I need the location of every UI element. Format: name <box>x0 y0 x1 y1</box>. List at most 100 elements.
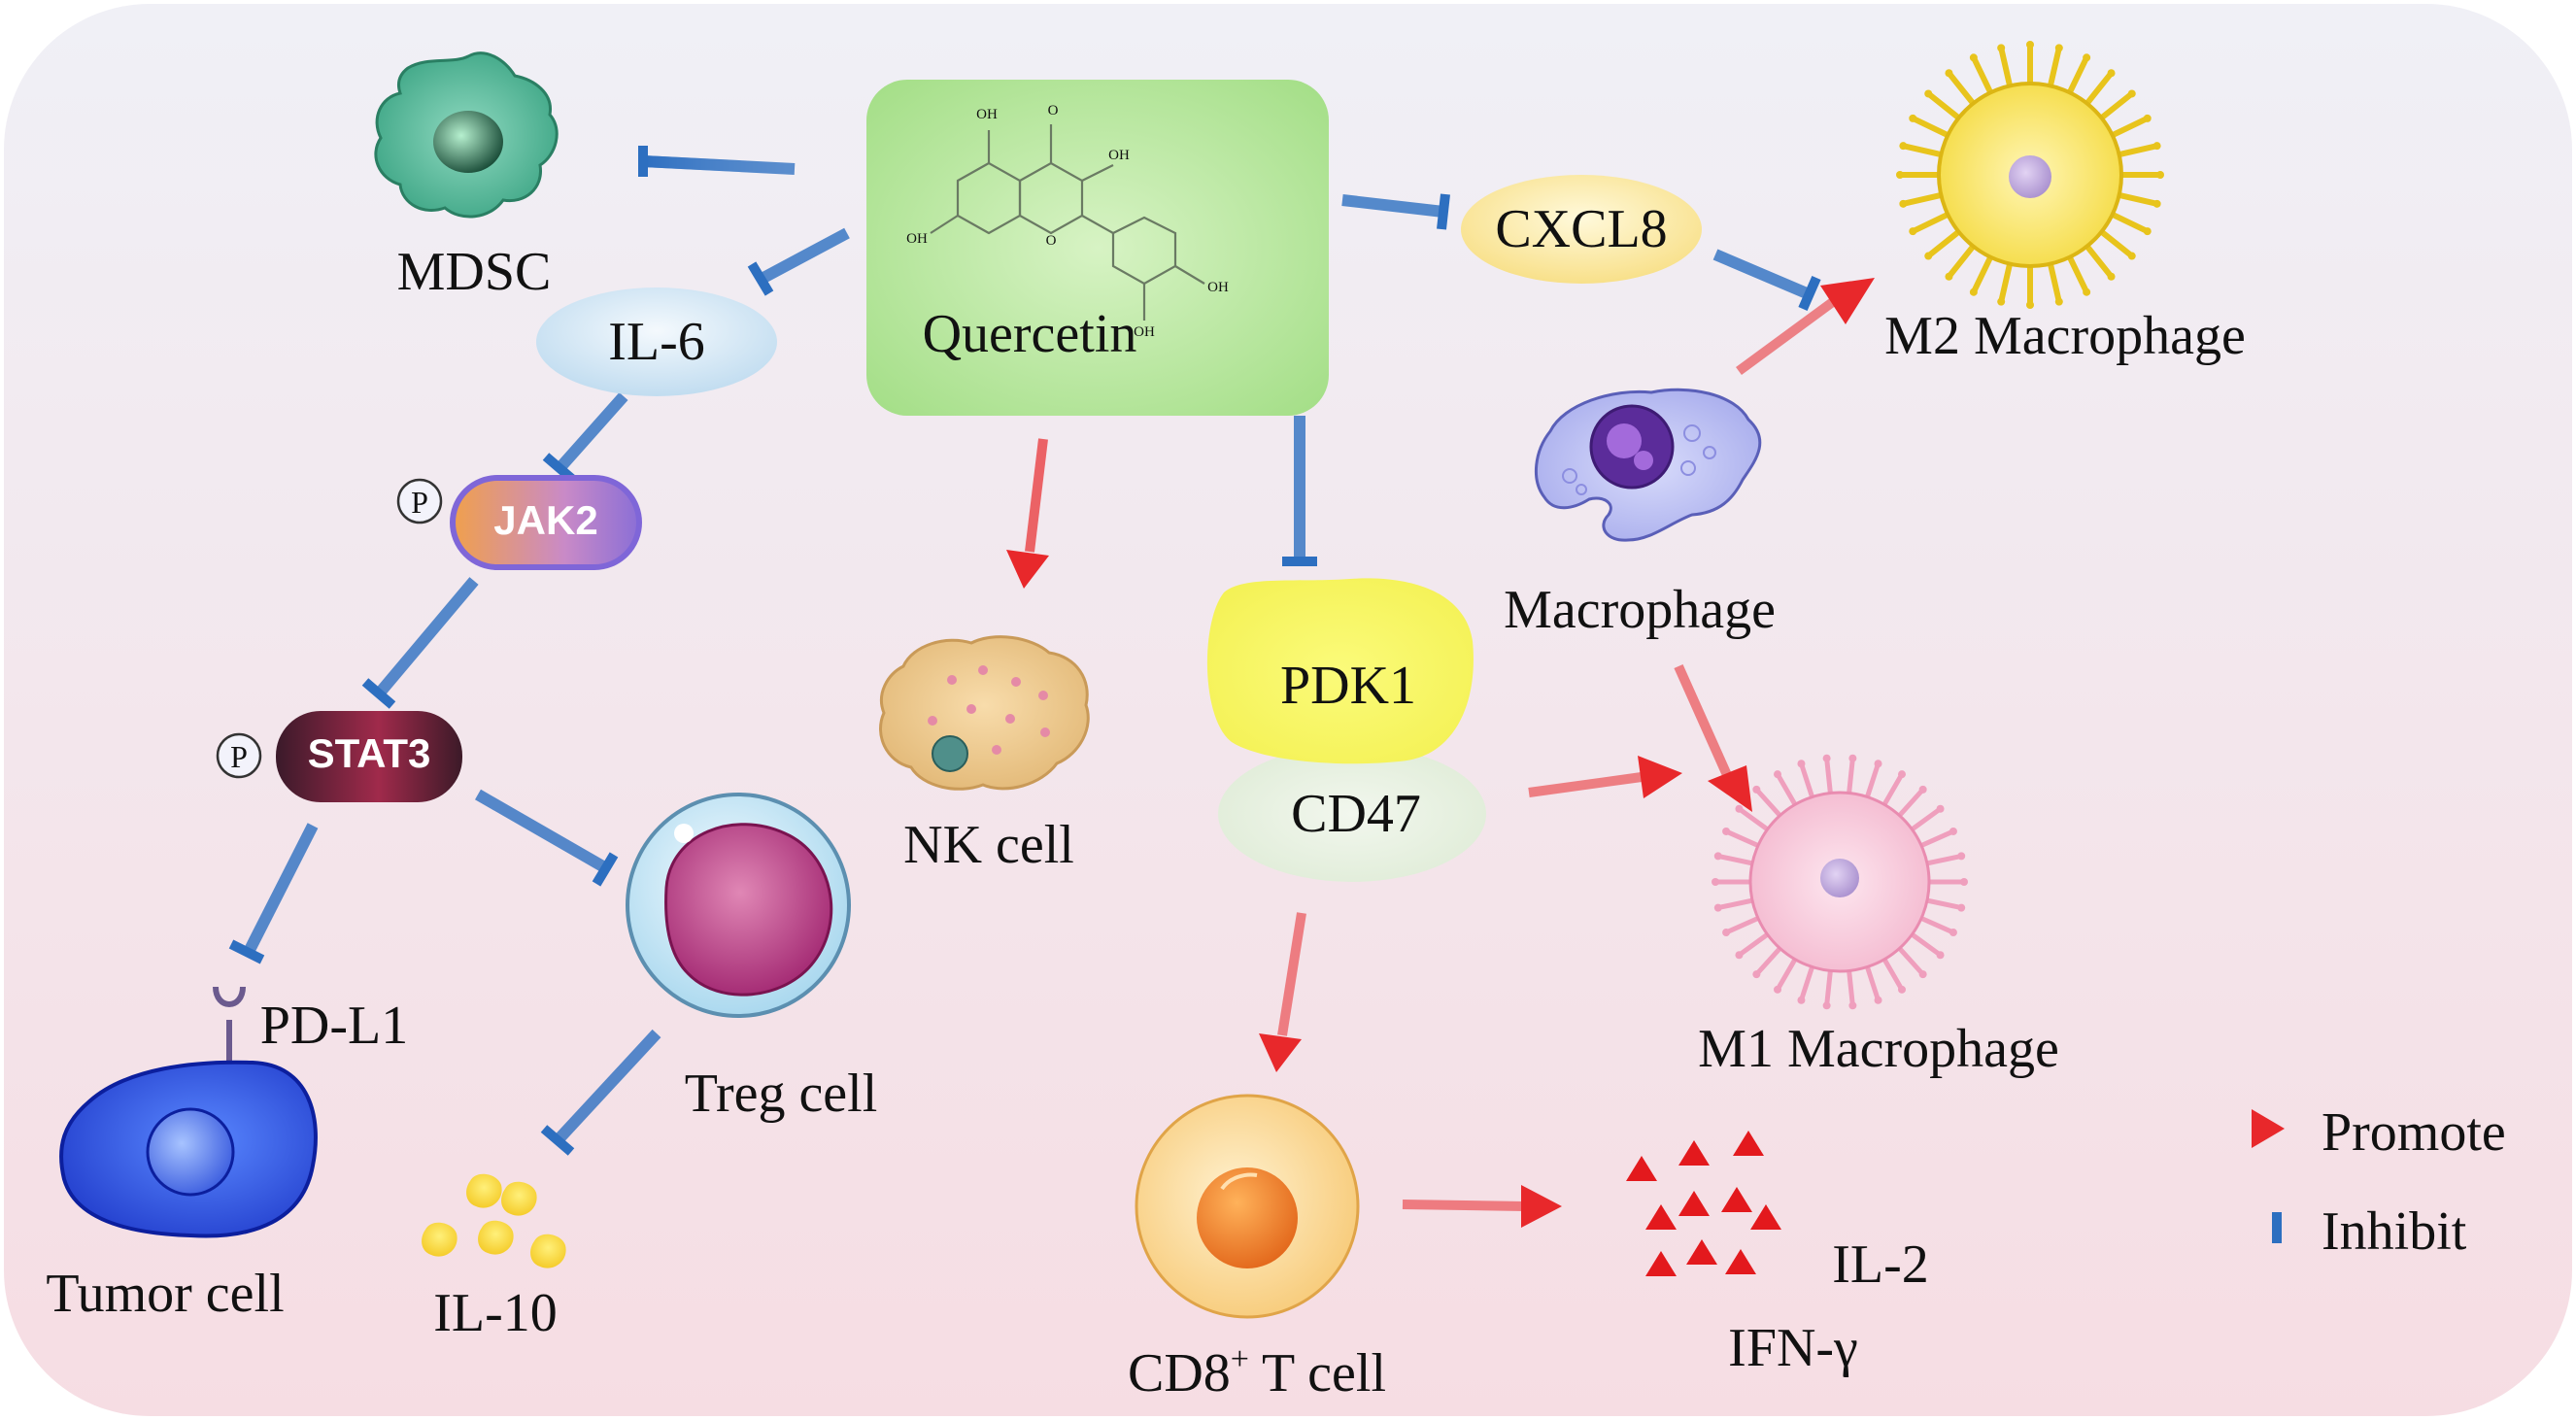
pdl1-label: PD-L1 <box>260 996 408 1056</box>
molecule-oh-2: OH <box>1108 148 1130 163</box>
macrophage-cell <box>1534 388 1762 542</box>
m2spikes-process-tip <box>2083 53 2091 62</box>
m2spikes-process-tip <box>1924 252 1933 260</box>
quercetin-box: OH O OH OH O OH OH Quercetin <box>866 80 1329 416</box>
il10-molecules <box>422 1173 566 1268</box>
m2spikes-process-tip <box>2143 114 2152 122</box>
jak2-phospho-icon: P <box>396 478 443 524</box>
m1spikes-process-tip <box>1797 760 1806 768</box>
cd47-node: CD47 <box>1218 746 1486 882</box>
molecule-oh-5: OH <box>1134 324 1155 340</box>
m1spikes-process-tip <box>1752 970 1761 979</box>
m1spikes-process-tip <box>1735 951 1744 960</box>
m1spikes-process-tip <box>1949 827 1957 835</box>
macrophage-vesicles <box>1562 424 1716 495</box>
m1spikes-process-tip <box>1918 970 1927 979</box>
m2spikes-process-tip <box>2143 227 2152 236</box>
m2spikes-process-tip <box>1969 287 1978 296</box>
m1spikes-process-tip <box>1735 804 1744 813</box>
m1spikes-process-tip <box>1774 985 1781 994</box>
m1spikes-process-tip <box>1848 754 1857 762</box>
m2spikes-process-tip <box>2054 44 2063 52</box>
m2spikes-process-tip <box>2054 297 2063 306</box>
m1spikes-process-tip <box>1822 1001 1831 1010</box>
m1spikes-process-tip <box>1936 804 1945 813</box>
m2spikes-process-tip <box>2083 287 2091 296</box>
m1spikes-process-tip <box>1874 760 1882 768</box>
m2spikes-process-tip <box>2107 272 2116 281</box>
cd8-t-cell-label: CD8+ T cell <box>1128 1341 1386 1403</box>
m1spikes-process-tip <box>1898 985 1906 994</box>
m1spikes-process-tip <box>1957 852 1966 861</box>
legend: Promote Inhibit <box>2129 1102 2506 1262</box>
treg-cell <box>626 793 851 1018</box>
inhibit-arrow-stat3-treg <box>475 789 619 887</box>
promote-arrow-quercetin-nk <box>1006 438 1049 589</box>
m2spikes-process-tip <box>2152 142 2161 151</box>
svg-text:P: P <box>230 739 248 774</box>
m1spikes-process-tip <box>1848 1001 1857 1010</box>
molecule-oh-3: OH <box>906 231 928 247</box>
m1-macrophage-cell <box>1712 754 1968 1010</box>
jak2-node: JAK2 <box>450 475 642 570</box>
m1-nucleus <box>1820 859 1859 897</box>
m1spikes-process-tip <box>1713 852 1722 861</box>
inhibit-arrow-quercetin-mdsc <box>638 146 796 177</box>
svg-text:P: P <box>411 485 428 520</box>
inhibit-arrow-cxcl8-m2 <box>1712 249 1821 312</box>
ifng-label: IFN-γ <box>1728 1318 1858 1378</box>
m1spikes-process-tip <box>1797 996 1806 1004</box>
m2spikes-process-tip <box>2156 171 2164 179</box>
m1spikes-process-tip <box>1898 770 1906 779</box>
nk-cell-label: NK cell <box>903 815 1074 875</box>
tumor-cell-label: Tumor cell <box>46 1264 284 1324</box>
stat3-phospho-icon: P <box>216 732 262 779</box>
quercetin-label: Quercetin <box>923 304 1137 364</box>
legend-promote: Promote <box>2129 1102 2506 1163</box>
m1spikes-process-tip <box>1722 827 1731 835</box>
il10-label: IL-10 <box>433 1283 558 1343</box>
mdsc-cell <box>374 51 559 219</box>
treg-highlight <box>674 824 694 843</box>
m1spikes-process-tip <box>1949 929 1957 937</box>
m2spikes-process-tip <box>1997 44 2006 52</box>
nk-nucleus <box>932 735 968 772</box>
m2spikes-process-tip <box>1909 114 1917 122</box>
macrophage-label: Macrophage <box>1504 580 1776 640</box>
tumor-nucleus <box>146 1107 235 1197</box>
m2spikes-process-tip <box>1997 297 2006 306</box>
m1spikes-process-tip <box>1722 929 1731 937</box>
treg-nucleus <box>664 823 833 997</box>
legend-inhibit: Inhibit <box>2129 1201 2467 1262</box>
m2-nucleus <box>2009 155 2051 198</box>
m2spikes-process-tip <box>2152 199 2161 208</box>
m2-macrophage-cell <box>1896 41 2164 309</box>
m1-macrophage-label: M1 Macrophage <box>1698 1019 2059 1079</box>
m2-macrophage-label: M2 Macrophage <box>1884 306 2246 366</box>
inhibit-arrow-quercetin-cxcl8 <box>1341 193 1450 230</box>
m1spikes-process-tip <box>1822 754 1831 762</box>
m2spikes-process-tip <box>1969 53 1978 62</box>
m2spikes-process-tip <box>2026 41 2034 49</box>
promote-arrow-cd47-cd8 <box>1259 912 1306 1072</box>
inhibit-arrow-jak2-stat3 <box>361 577 479 709</box>
pdk1-node: PDK1 <box>1206 578 1474 764</box>
cxcl8-label: CXCL8 <box>1495 199 1667 259</box>
mdsc-label: MDSC <box>397 242 552 302</box>
il2-ifng-molecules <box>1626 1131 1781 1276</box>
legend-inhibit-label: Inhibit <box>2322 1201 2467 1262</box>
molecule-ketone-o: O <box>1048 103 1059 118</box>
pdl1-receptor-icon <box>213 986 246 1065</box>
m1spikes-process-tip <box>1774 770 1781 779</box>
mdsc-nucleus <box>433 111 503 173</box>
stat3-node: STAT3 <box>276 711 462 802</box>
il2-label: IL-2 <box>1832 1234 1929 1295</box>
jak2-label: JAK2 <box>493 497 597 543</box>
quercetin-molecule-structure <box>930 124 1205 321</box>
il6-label: IL-6 <box>608 312 705 372</box>
inhibit-arrow-stat3-pdl1 <box>228 823 319 964</box>
inhibit-arrow-quercetin-il6 <box>747 227 850 296</box>
treg-cell-label: Treg cell <box>685 1064 878 1124</box>
m2spikes-process-tip <box>1924 89 1933 98</box>
m2spikes-process-tip <box>1945 69 1953 78</box>
